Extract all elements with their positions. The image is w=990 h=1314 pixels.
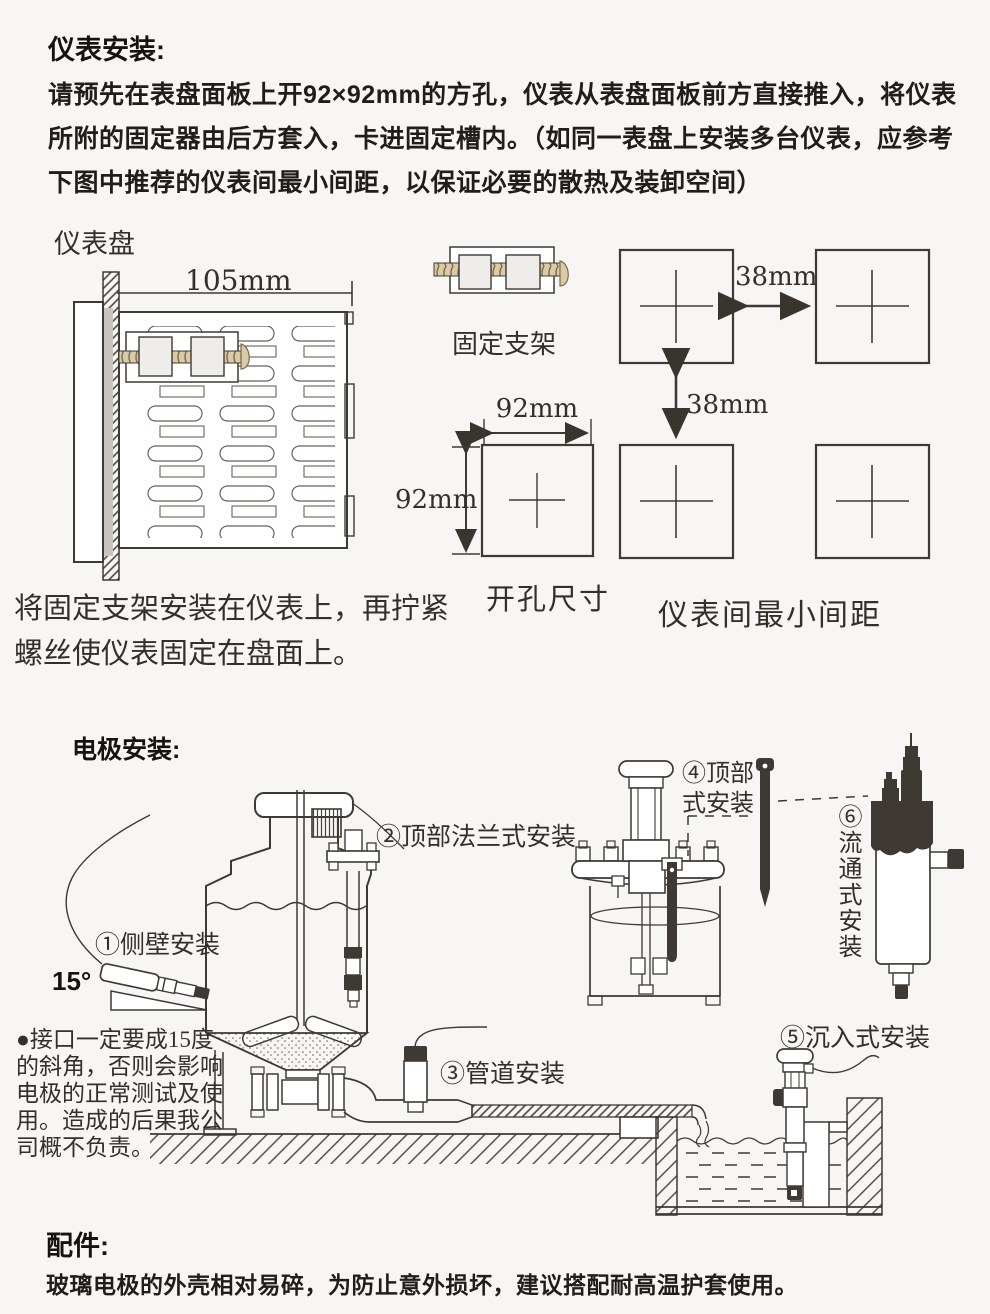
- bracket-label: 固定支架: [452, 330, 557, 359]
- warning-line-1: ●接口一定要成15度: [16, 1027, 214, 1052]
- dim-105mm: 105mm: [185, 264, 292, 297]
- tank-side-wall-mount: [203, 790, 372, 1136]
- mount-note-line-2: 螺丝使仪表固定在盘面上。: [14, 638, 363, 670]
- pipeline-electrode: [403, 1026, 488, 1113]
- warning-line-4: 用。造成的后果我公: [16, 1108, 223, 1133]
- warning-line-3: 电极的正常测试及使: [16, 1081, 223, 1106]
- dim-38mm-horizontal: 38mm: [735, 262, 818, 292]
- accessories-heading: 配件:: [46, 1231, 109, 1261]
- label-immersion-mount: ⑤沉入式安装: [780, 1025, 931, 1052]
- label-side-wall-mount: ①侧壁安装: [95, 932, 221, 959]
- dim-92mm-height: 92mm: [395, 485, 478, 515]
- accessories-body: 玻璃电极的外壳相对易碎，为防止意外损坏，建议搭配耐高温护套使用。: [46, 1272, 798, 1298]
- spacing-caption: 仪表间最小间距: [658, 599, 882, 632]
- instrument-body-line-1: 请预先在表盘面板上开92×92mm的方孔，仪表从表盘面板前方直接推入，将仪表: [48, 81, 957, 109]
- immersion-tank: [676, 1121, 848, 1208]
- label-pipeline-mount: ③管道安装: [440, 1061, 566, 1088]
- cutout-dimensions: [452, 419, 595, 558]
- electrode-section-heading: 电极安装:: [72, 736, 181, 764]
- panel-side-view: [73, 271, 355, 581]
- warning-line-5: 司概不负责。: [16, 1135, 154, 1160]
- cutout-caption: 开孔尺寸: [486, 584, 611, 616]
- label-top-flange-mount: ②顶部法兰式安装: [376, 824, 577, 851]
- panel-label: 仪表盘: [54, 229, 135, 259]
- dim-92mm-width: 92mm: [495, 394, 579, 424]
- minimum-spacing-diagram: [618, 248, 931, 560]
- flow-cell: [871, 733, 964, 999]
- instrument-section-heading: 仪表安装:: [48, 35, 165, 65]
- label-flow-through-mount: ⑥流通式安装: [834, 804, 860, 960]
- spare-electrode-and-leaders: [687, 758, 869, 907]
- top-mount-vessel: [571, 760, 725, 1006]
- dim-38mm-vertical: 38mm: [686, 390, 769, 420]
- label-15-degrees: 15°: [52, 966, 92, 996]
- label-top-mount-line-1: ④顶部: [682, 761, 754, 787]
- side-wall-electrode: [65, 814, 210, 1011]
- warning-line-2: 的斜角，否则会影响: [16, 1054, 223, 1079]
- immersion-electrode: [773, 1048, 880, 1200]
- ground-and-pit: [150, 1097, 883, 1216]
- fixing-bracket: [433, 246, 569, 294]
- instrument-body-line-3: 下图中推荐的仪表间最小间距，以保证必要的散热及装卸空间）: [48, 169, 763, 197]
- outlet-flange-and-pipe: [250, 1066, 710, 1148]
- instrument-body-line-2: 所附的固定器由后方套入，卡进固定槽内。（如同一表盘上安装多台仪表，应参考: [48, 125, 954, 153]
- top-flange-electrode: [326, 802, 405, 1008]
- mount-note-line-1: 将固定支架安装在仪表上，再拧紧: [14, 593, 450, 625]
- label-top-mount-line-2: 式安装: [682, 791, 754, 817]
